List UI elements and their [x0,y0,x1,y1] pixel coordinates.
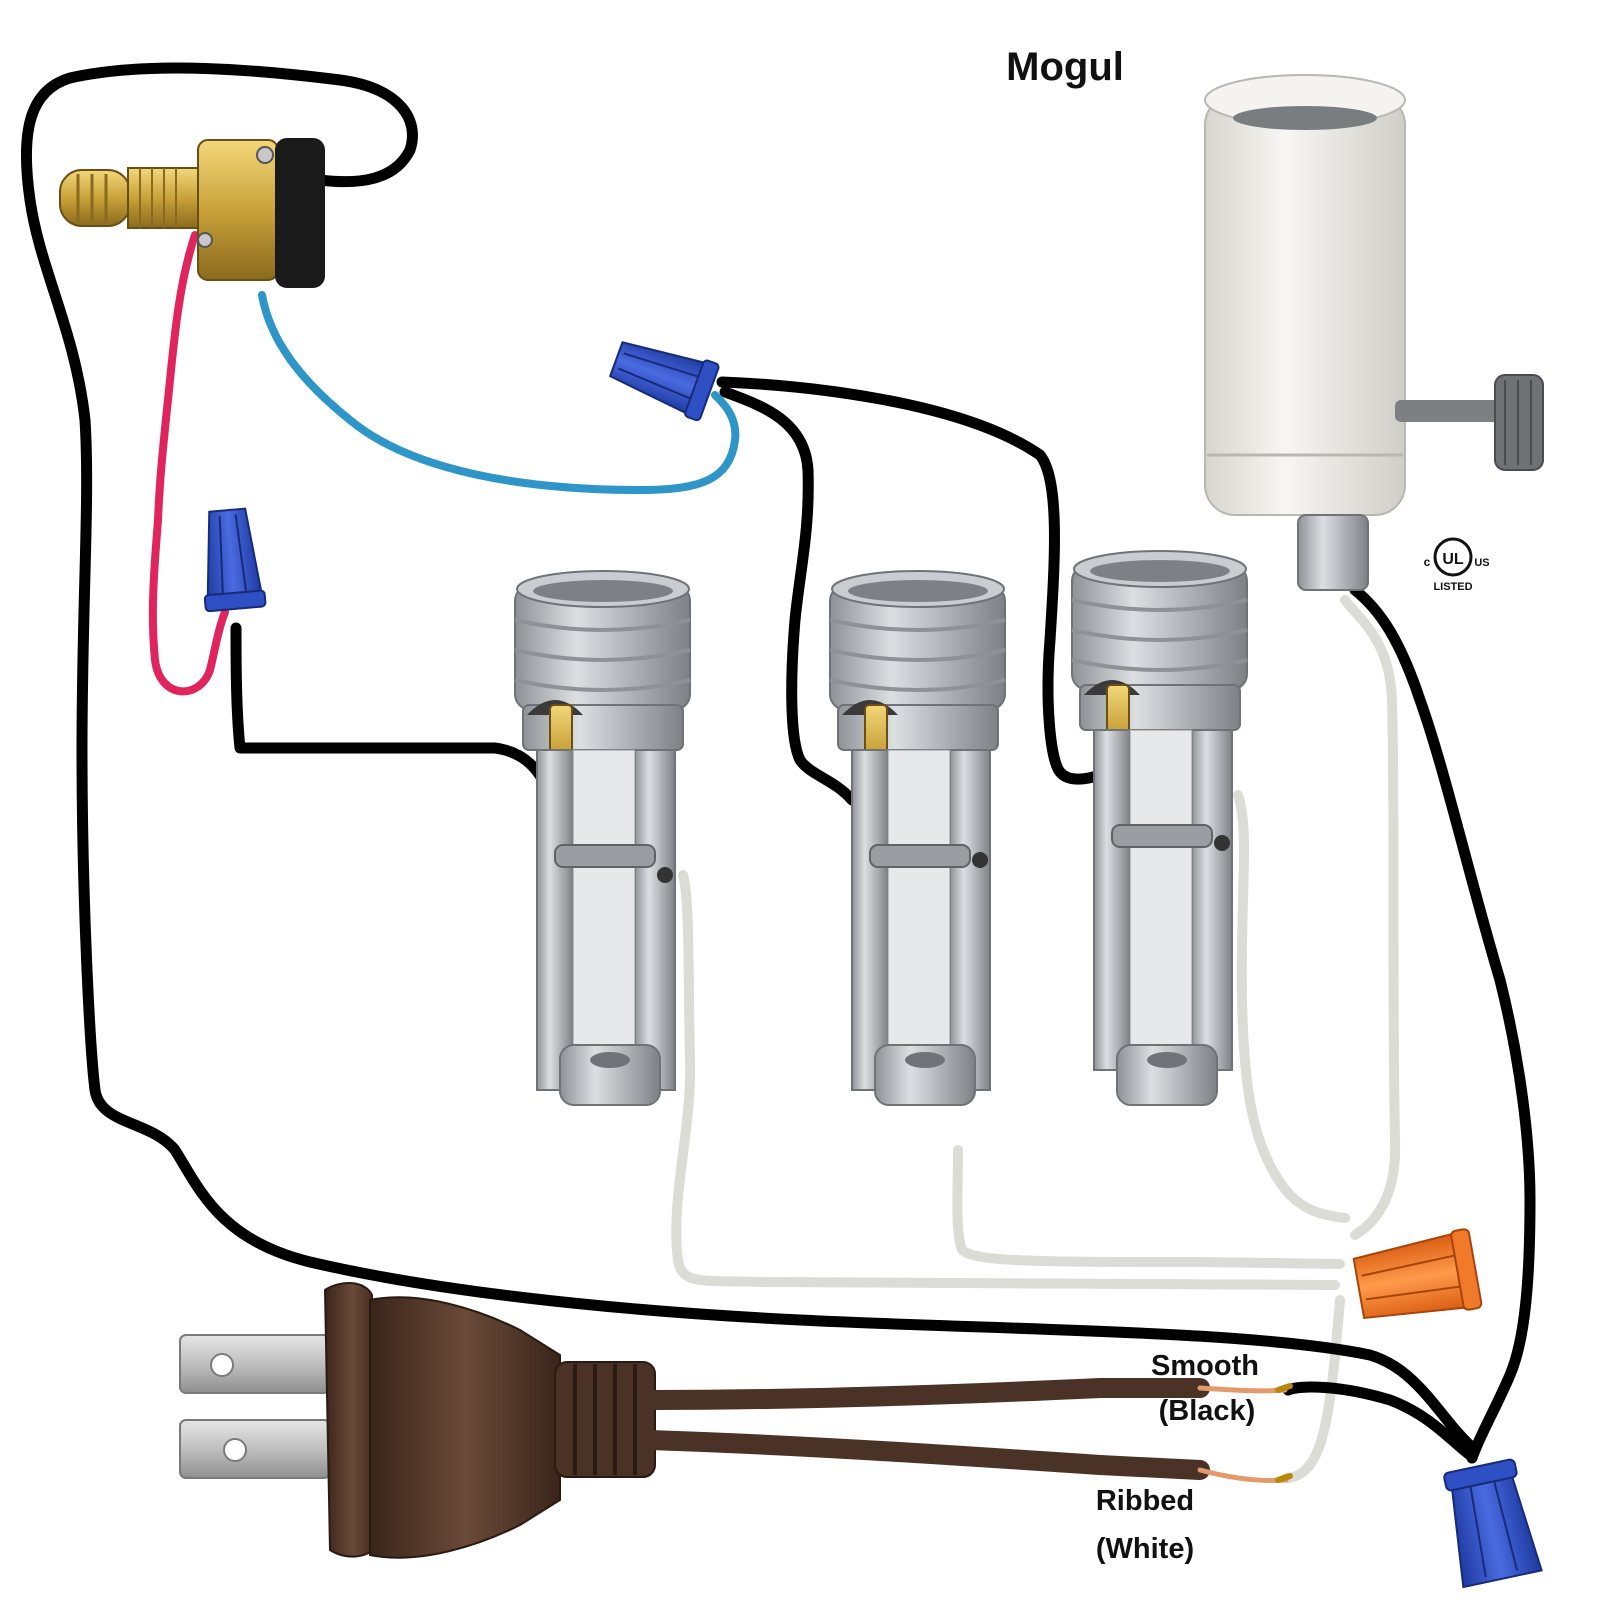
wire-nut-switch-blue [608,341,720,422]
mogul-socket-opening [1233,106,1377,130]
socket-leg-left [851,749,889,1091]
hot-wires [20,62,1536,1464]
lamp-cord [640,1378,1293,1483]
socket-leg-right [949,749,991,1091]
ul-c-text: c [1424,555,1431,569]
socket-base [874,1044,976,1106]
socket-leg-left [536,749,574,1091]
ul-listed-text: LISTED [1433,581,1472,593]
ul-us-text: US [1474,557,1489,569]
mogul-socket [1204,74,1544,591]
plug-prong-bottom [179,1419,331,1479]
mogul-porcelain-body [1204,94,1406,516]
ul-circle [1433,537,1473,577]
hot-wire-smooth-to-nut [1282,1381,1476,1461]
stripped-smooth-lead [1197,1385,1288,1394]
candelabra-socket-3 [1071,550,1248,1106]
candelabra-socket-1 [514,570,691,1106]
blue-switch-lead [258,291,740,495]
ribbed-wire-color-label: (White) [1096,1533,1194,1565]
ribbed-wire-label: Ribbed [1096,1485,1194,1517]
rotary-switch [59,138,325,288]
ul-listed-mark: UL c US LISTED [1424,537,1490,593]
neutral-wire-mogul [1340,595,1401,1240]
socket-leg-right [1191,729,1233,1071]
plug-strain-relief [554,1361,656,1478]
neutral-wire-socket-3 [1233,790,1350,1223]
socket-leg-right [634,749,676,1091]
neutral-wire-socket-1 [671,870,1340,1290]
hot-wire-to-socket-3 [716,376,1106,785]
neutral-wires [671,595,1401,1483]
socket-leg-left [1093,729,1131,1071]
ul-text: UL [1442,551,1464,568]
plug-prong-top [179,1334,331,1394]
candelabra-socket-2 [829,570,1006,1106]
switch-knob-shaft [59,169,131,227]
stripped-ribbed-lead [1197,1467,1289,1483]
hot-wire-to-socket-1 [230,622,556,801]
mogul-threaded-nipple [1297,514,1369,591]
switch-back-plate [275,138,325,288]
socket-base [559,1044,661,1106]
red-switch-lead [148,231,229,696]
mogul-title: Mogul [1006,45,1124,89]
smooth-wire-label: Smooth [1151,1350,1259,1382]
neutral-wire-ribbed-return [1281,1295,1345,1483]
hot-wire-mogul-to-nut [1349,584,1536,1464]
neutral-wire-socket-2 [952,1145,1345,1269]
socket-base [1116,1044,1218,1106]
hot-wire-main-loop [20,62,1481,1456]
cord-smooth-conductor [640,1378,1210,1410]
hot-wire-to-socket-2 [719,386,858,806]
wire-nut-switch-red [203,507,267,613]
wire-nut-neutral-orange [1352,1228,1483,1320]
plug-body [369,1296,561,1559]
smooth-wire-color-label: (Black) [1159,1395,1256,1427]
cord-ribbed-conductor [640,1430,1210,1480]
power-plug [179,1282,656,1559]
mogul-switch-stem [1395,400,1505,422]
wire-nut-hot-blue [1443,1458,1543,1589]
